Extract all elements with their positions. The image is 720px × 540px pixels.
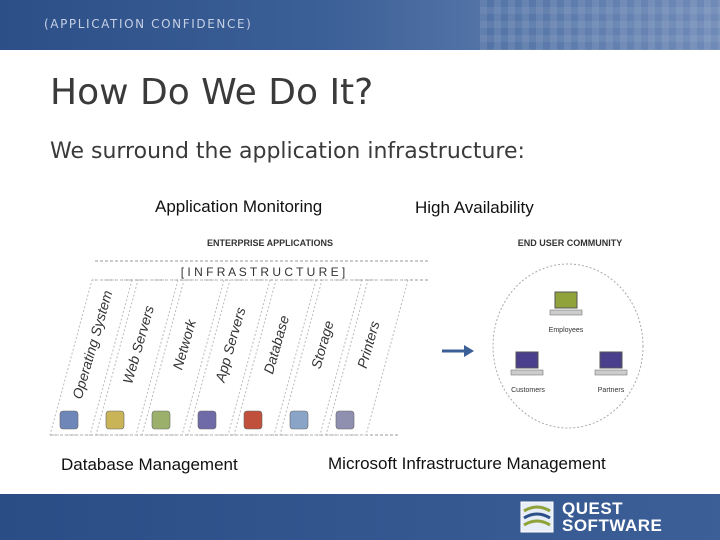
arrow-diagram: [442, 345, 474, 357]
header-mosaic-pattern: [480, 0, 720, 50]
monitor-icon: [515, 351, 539, 369]
infra-column-label: Network: [169, 317, 199, 372]
infra-column-icon: [197, 410, 217, 430]
arrow-icon: [464, 345, 474, 357]
community-circle: [492, 263, 644, 429]
slide-title: How Do We Do It?: [50, 72, 374, 113]
infra-column-icon: [151, 410, 171, 430]
partners-label: Partners: [598, 387, 625, 394]
infra-column-label: Printers: [354, 319, 383, 370]
header-tagline: (APPLICATION CONFIDENCE): [44, 17, 253, 31]
monitor-icon: [599, 351, 623, 369]
employees-label: Employees: [549, 327, 584, 334]
infra-column-label: Storage: [308, 319, 337, 371]
infra-column-icon: [243, 410, 263, 430]
infra-column-band: [325, 279, 409, 436]
partners-node: Partners: [594, 351, 628, 394]
label-application-monitoring: Application Monitoring: [155, 197, 323, 216]
infra-column-band: [233, 279, 317, 436]
infra-column-label: Database: [260, 313, 292, 375]
header-bar: (APPLICATION CONFIDENCE): [0, 0, 720, 50]
infrastructure-diagram: ENTERPRISE APPLICATIONS [ I N F R A S T …: [49, 238, 430, 436]
infra-column-icon: [335, 410, 355, 430]
infra-column-icon: [289, 410, 309, 430]
employees-node: Employees: [549, 291, 584, 334]
infra-column-band: [49, 279, 133, 436]
infra-column-icon: [59, 410, 79, 430]
infra-column-label: Web Servers: [119, 304, 157, 386]
slide-subtitle: We surround the application infrastructu…: [50, 139, 525, 164]
quest-logo-icon: [520, 501, 554, 533]
infra-column-label: App Servers: [212, 305, 249, 384]
infra-column-band: [95, 279, 179, 436]
infra-column-band: [141, 279, 225, 436]
logo-line-quest: QUEST: [562, 499, 624, 518]
keyboard-icon: [549, 309, 583, 316]
logo-line-software: SOFTWARE: [562, 516, 663, 535]
footer-bar: [0, 494, 720, 540]
keyboard-icon: [510, 369, 544, 376]
end-user-community-label: END USER COMMUNITY: [518, 238, 623, 248]
infra-column-icon: [105, 410, 125, 430]
monitor-icon: [554, 291, 578, 309]
label-microsoft-infrastructure-management: Microsoft Infrastructure Management: [328, 454, 606, 473]
label-high-availability: High Availability: [415, 198, 534, 217]
infrastructure-banner: [ I N F R A S T R U C T U R E ]: [181, 265, 345, 279]
customers-node: Customers: [510, 351, 545, 394]
enterprise-applications-label: ENTERPRISE APPLICATIONS: [207, 238, 333, 248]
customers-label: Customers: [511, 387, 545, 394]
keyboard-icon: [594, 369, 628, 376]
quest-logo-text: QUEST SOFTWARE: [562, 500, 662, 534]
label-database-management: Database Management: [61, 455, 238, 474]
infra-column-band: [187, 279, 271, 436]
infra-column-label: Operating System: [69, 288, 115, 400]
infra-column-band: [279, 279, 363, 436]
end-user-community-diagram: END USER COMMUNITY Employees Customers P…: [492, 238, 644, 429]
